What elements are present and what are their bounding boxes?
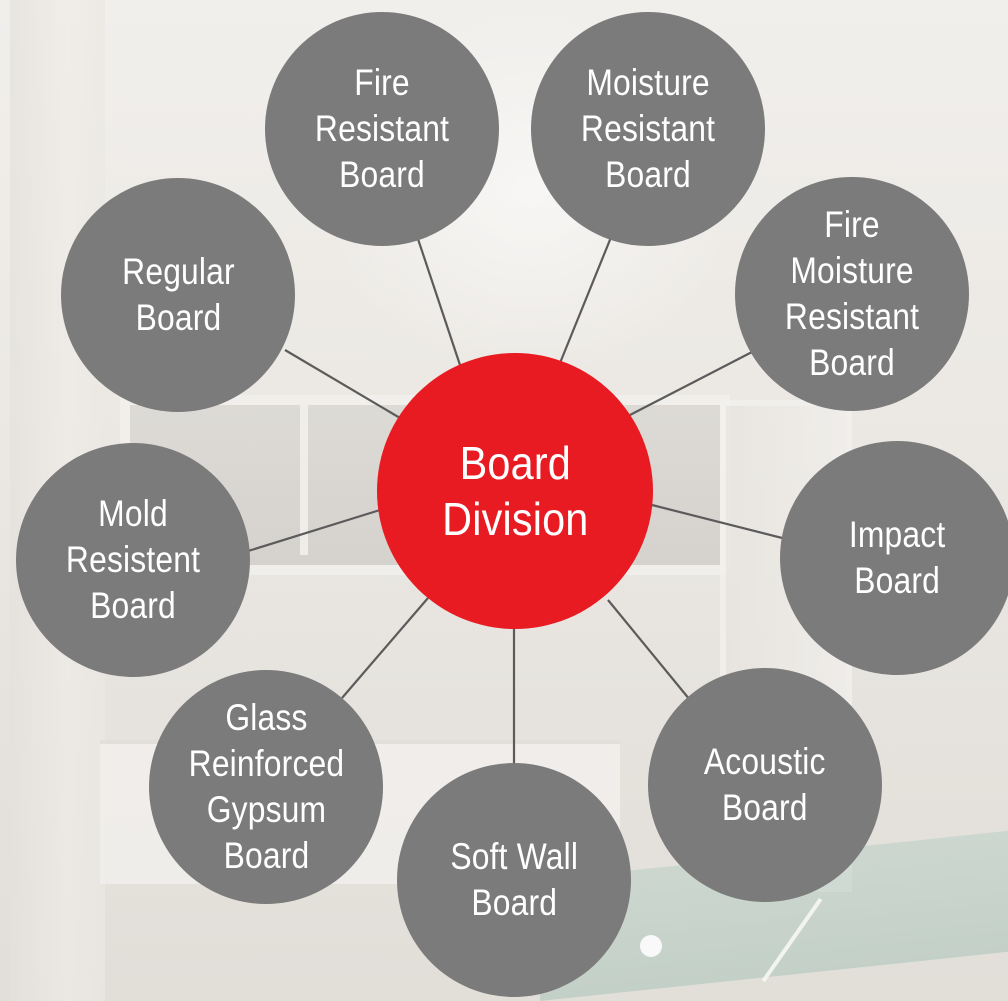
node-label: Regular Board bbox=[121, 251, 235, 338]
node-label: Impact Board bbox=[848, 514, 946, 601]
node-fire-resistant[interactable]: Fire Resistant Board bbox=[265, 12, 499, 246]
connector-impact bbox=[651, 503, 791, 542]
connector-mold-resistent bbox=[244, 508, 381, 554]
node-moisture-resistant[interactable]: Moisture Resistant Board bbox=[531, 12, 765, 246]
node-acoustic[interactable]: Acoustic Board bbox=[648, 668, 882, 902]
node-fire-moisture-resistant[interactable]: Fire Moisture Resistant Board bbox=[735, 177, 969, 411]
node-label: Acoustic Board bbox=[704, 741, 826, 828]
node-regular[interactable]: Regular Board bbox=[61, 178, 295, 412]
node-glass-reinforced-gypsum[interactable]: Glass Reinforced Gypsum Board bbox=[149, 670, 383, 904]
center-label: Board Division bbox=[441, 437, 589, 545]
connector-regular bbox=[284, 349, 401, 419]
node-soft-wall[interactable]: Soft Wall Board bbox=[397, 763, 631, 997]
connector-fire-moisture-resistant bbox=[629, 351, 753, 416]
connector-glass-reinforced-gypsum bbox=[341, 597, 429, 699]
node-board-division-center[interactable]: Board Division bbox=[377, 353, 653, 629]
node-label: Moisture Resistant Board bbox=[580, 62, 716, 195]
node-label: Fire Resistant Board bbox=[314, 62, 450, 195]
node-label: Glass Reinforced Gypsum Board bbox=[188, 697, 344, 876]
node-label: Soft Wall Board bbox=[450, 836, 578, 923]
node-impact[interactable]: Impact Board bbox=[780, 441, 1008, 675]
node-mold-resistent[interactable]: Mold Resistent Board bbox=[16, 443, 250, 677]
connector-moisture-resistant bbox=[558, 224, 618, 364]
node-label: Fire Moisture Resistant Board bbox=[784, 204, 920, 383]
connector-acoustic bbox=[607, 599, 691, 701]
node-label: Mold Resistent Board bbox=[65, 493, 201, 626]
